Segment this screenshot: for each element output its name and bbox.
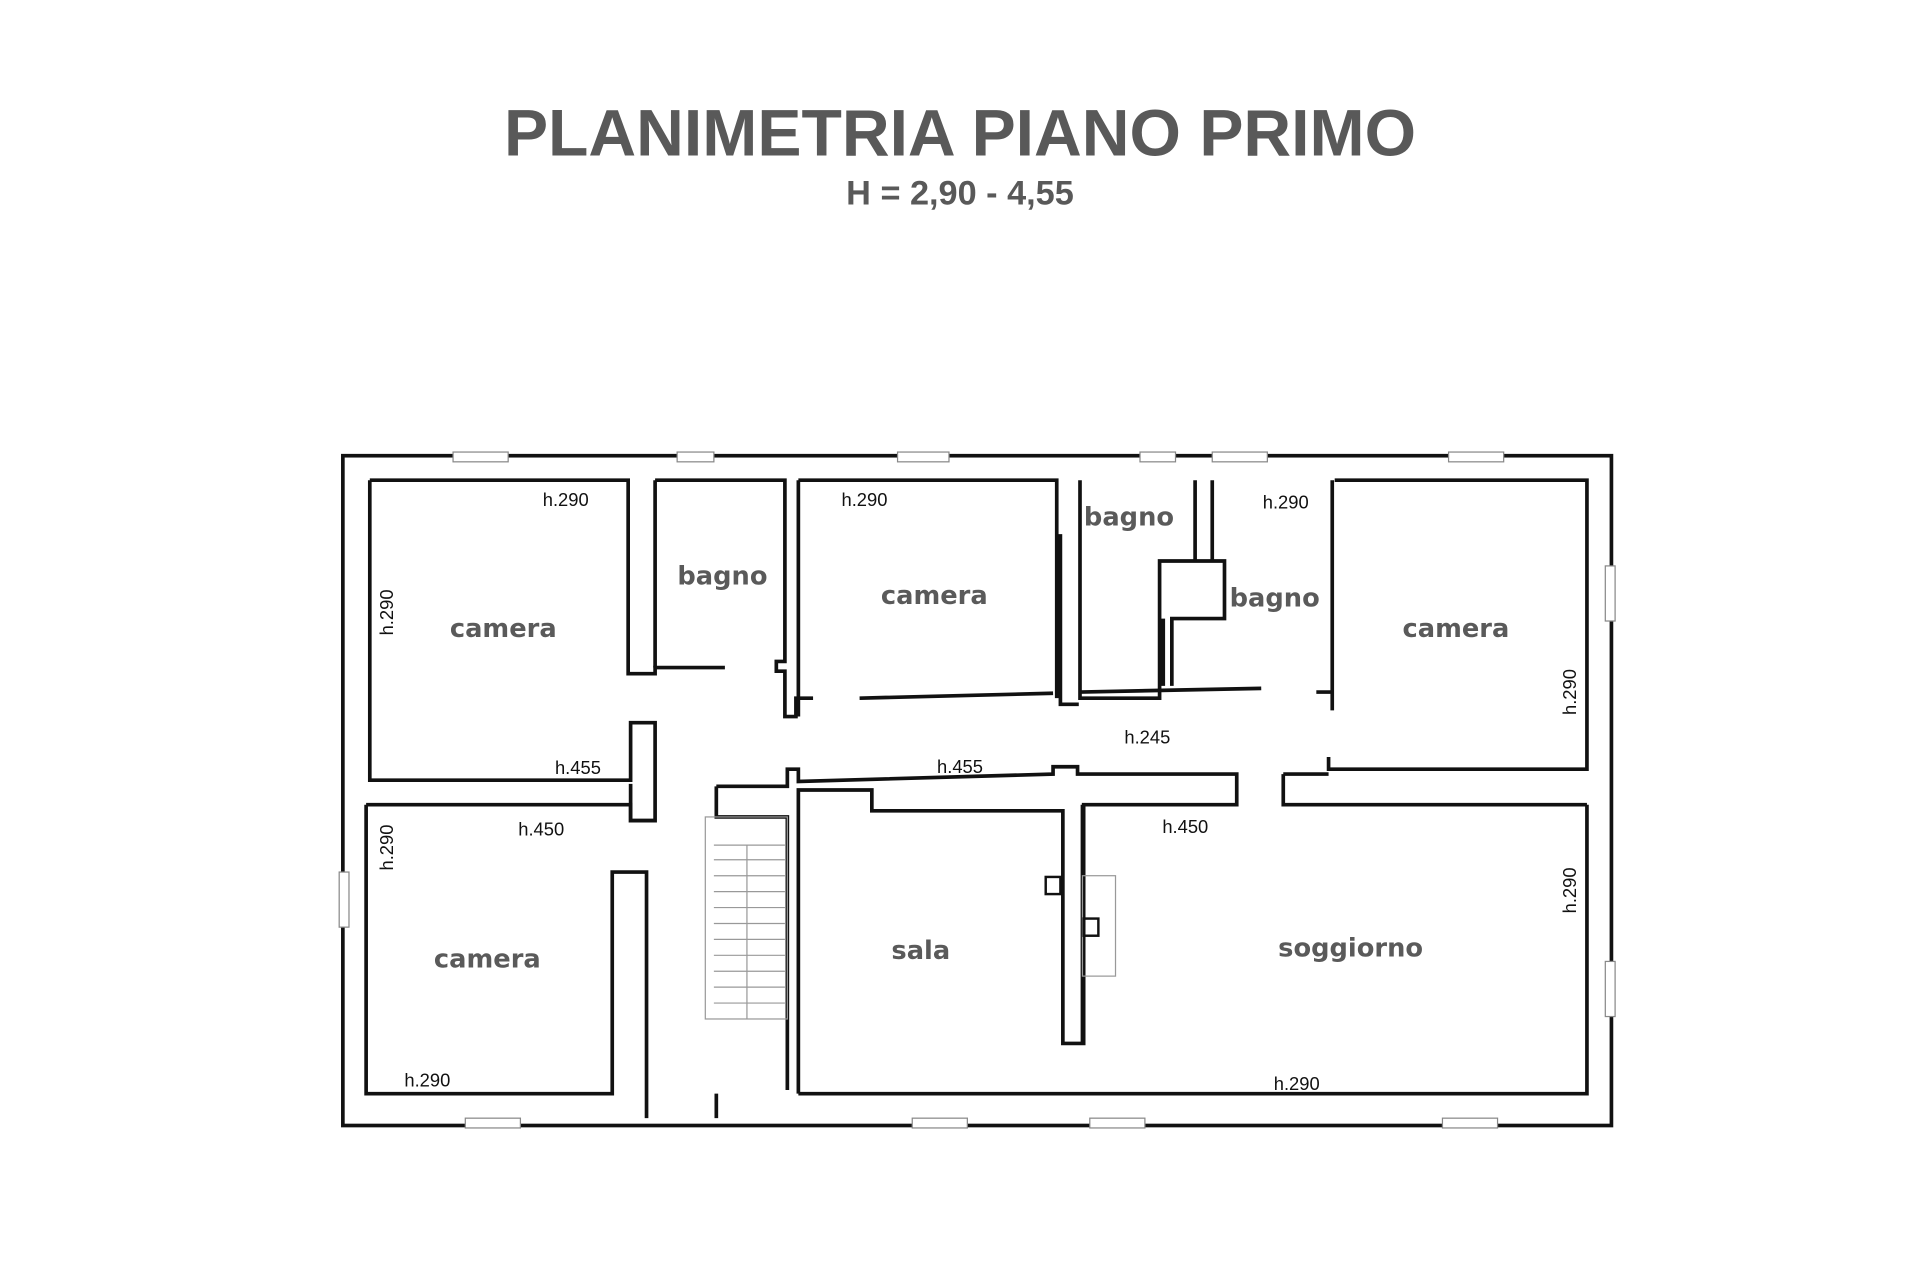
room-label-camera: camera: [450, 614, 557, 644]
height-label: h.290: [1274, 1073, 1320, 1094]
outer-wall: [341, 453, 1614, 1128]
room-label-bagno: bagno: [1230, 583, 1320, 613]
height-label: h.290: [1559, 669, 1580, 715]
height-label: h.290: [376, 825, 397, 871]
height-annotations: h.290 h.290 h.455 h.290 h.455 h.245 h.29…: [376, 489, 1580, 1094]
height-label: h.290: [376, 589, 397, 635]
height-label: h.245: [1124, 726, 1170, 747]
plan-subtitle: H = 2,90 - 4,55: [846, 175, 1074, 213]
room-label-camera: camera: [1403, 614, 1510, 644]
room-label-bagno: bagno: [1084, 503, 1174, 533]
height-label: h.290: [1559, 867, 1580, 913]
height-label: h.455: [937, 756, 983, 777]
height-label: h.290: [1263, 491, 1309, 512]
height-label: h.290: [404, 1069, 450, 1090]
height-label: h.290: [543, 489, 589, 510]
height-label: h.290: [842, 489, 888, 510]
height-label: h.450: [518, 818, 564, 839]
room-label-bagno: bagno: [677, 561, 767, 591]
room-label-camera: camera: [881, 581, 988, 611]
room-label-sala: sala: [891, 936, 950, 966]
room-labels: camera bagno camera bagno bagno camera c…: [434, 503, 1509, 975]
walls: [341, 453, 1614, 1128]
staircase: [704, 816, 1117, 1020]
height-label: h.450: [1162, 816, 1208, 837]
plan-title: PLANIMETRIA PIANO PRIMO: [504, 97, 1416, 171]
height-label: h.455: [555, 757, 601, 778]
room-label-soggiorno: soggiorno: [1278, 934, 1423, 964]
room-label-camera: camera: [434, 945, 541, 975]
windows: [338, 451, 1616, 1129]
